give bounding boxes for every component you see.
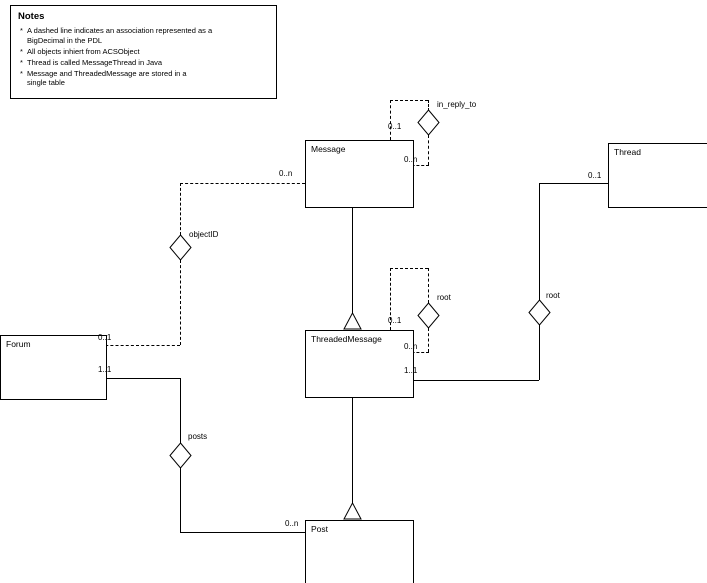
- entity-message: Message: [305, 140, 414, 208]
- dashed-line-in-reply-to-h1: [390, 100, 428, 101]
- note-item: A dashed line indicates an association r…: [18, 26, 217, 46]
- dashed-line-objectid-h1: [180, 183, 305, 184]
- association-line-root-thread-h: [539, 183, 608, 184]
- entity-threadedmessage: ThreadedMessage: [305, 330, 414, 398]
- inheritance-triangle-threadedmessage: [343, 312, 362, 330]
- multiplicity-in-reply-to-dst: 0..n: [404, 155, 418, 164]
- multiplicity-root-threadedmessage: 1..1: [404, 366, 418, 375]
- generalization-line-message-threadedmessage: [352, 200, 353, 316]
- dashed-line-in-reply-to-h2: [402, 165, 429, 166]
- notes-list: A dashed line indicates an association r…: [18, 26, 270, 88]
- association-name-posts: posts: [188, 432, 208, 441]
- notes-title: Notes: [18, 11, 45, 22]
- multiplicity-root-thread: 0..1: [588, 171, 602, 180]
- entity-forum-label: Forum: [6, 339, 31, 349]
- association-diamond-in-reply-to: [417, 109, 440, 136]
- association-line-root-thread-v1: [539, 183, 540, 301]
- note-item: Message and ThreadedMessage are stored i…: [18, 69, 199, 89]
- entity-post: Post: [305, 520, 414, 583]
- association-diamond-root-thread: [528, 299, 551, 326]
- dashed-line-in-reply-to-v1: [390, 100, 391, 140]
- multiplicity-objectid-message: 0..n: [279, 169, 293, 178]
- association-line-posts-v2: [180, 467, 181, 532]
- multiplicity-posts-post: 0..n: [285, 519, 299, 528]
- entity-thread-label: Thread: [614, 147, 641, 157]
- notes-panel: Notes A dashed line indicates an associa…: [10, 5, 277, 100]
- association-name-root-thread: root: [546, 291, 560, 300]
- entity-thread: Thread: [608, 143, 707, 208]
- multiplicity-root-self-dst: 0..n: [404, 342, 418, 351]
- association-line-posts-v1: [180, 378, 181, 444]
- association-name-root-self: root: [437, 293, 451, 302]
- association-line-posts-h1: [95, 378, 180, 379]
- dashed-line-root-self-v1: [390, 268, 391, 330]
- dashed-line-objectid-v1: [180, 183, 181, 235]
- association-line-root-thread-v2: [539, 324, 540, 380]
- dashed-line-root-self-v3: [428, 328, 429, 352]
- association-line-posts-h2: [180, 532, 305, 533]
- dashed-line-in-reply-to-v3: [428, 135, 429, 165]
- multiplicity-in-reply-to-src: 0..1: [388, 122, 402, 131]
- inheritance-triangle-post: [343, 502, 362, 520]
- entity-forum: Forum: [0, 335, 107, 400]
- note-item: All objects inhiert from ACSObject: [18, 47, 217, 57]
- association-name-in-reply-to: in_reply_to: [437, 100, 477, 109]
- entity-message-label: Message: [311, 144, 346, 154]
- note-item: Thread is called MessageThread in Java: [18, 58, 217, 68]
- dashed-line-in-reply-to-v2: [428, 100, 429, 111]
- association-name-objectid: objectID: [189, 230, 219, 239]
- dashed-line-objectid-h2: [95, 345, 180, 346]
- multiplicity-root-self-src: 0..1: [388, 316, 402, 325]
- association-line-root-thread-h2: [402, 380, 539, 381]
- multiplicity-posts-forum: 1..1: [98, 365, 112, 374]
- dashed-line-objectid-v2: [180, 260, 181, 345]
- multiplicity-objectid-forum: 0..1: [98, 333, 112, 342]
- association-diamond-root-self: [417, 302, 440, 329]
- dashed-line-root-self-h1: [390, 268, 428, 269]
- dashed-line-root-self-h2: [402, 352, 429, 353]
- association-diamond-posts: [169, 442, 192, 469]
- generalization-line-threadedmessage-post: [352, 390, 353, 506]
- entity-post-label: Post: [311, 524, 329, 534]
- dashed-line-root-self-v2: [428, 268, 429, 303]
- association-diamond-objectid: [169, 234, 192, 261]
- entity-threadedmessage-label: ThreadedMessage: [311, 334, 382, 344]
